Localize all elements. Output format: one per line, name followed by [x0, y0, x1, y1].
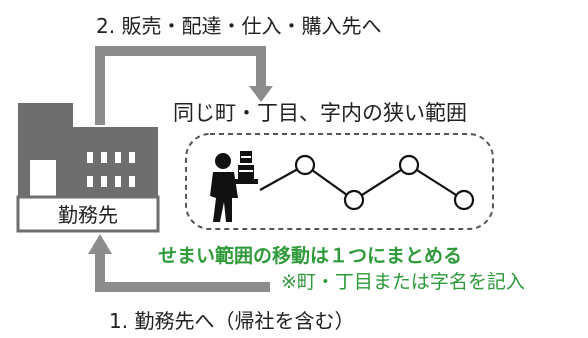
route-node-icon — [343, 189, 365, 211]
person-carrying-boxes-icon — [210, 151, 258, 222]
building-label: 勤務先 — [58, 203, 118, 227]
route-node-icon — [398, 154, 420, 176]
bottom-route-arrow — [88, 234, 270, 292]
building-icon — [16, 103, 160, 233]
arrow-up-icon — [88, 234, 112, 254]
note-text: ※町・丁目または字名を記入 — [281, 271, 525, 293]
area-title: 同じ町・丁目、字内の狭い範囲 — [173, 101, 467, 125]
arrow-down-icon — [249, 86, 273, 102]
area-boundary — [185, 133, 494, 230]
top-route-arrow — [95, 46, 273, 125]
route-node-icon — [453, 189, 475, 211]
route-path — [259, 154, 475, 211]
top-arrow-label: 2. 販売・配達・仕入・購入先へ — [96, 14, 381, 38]
route-node-icon — [294, 154, 316, 176]
bottom-arrow-label: 1. 勤務先へ（帰社を含む） — [109, 309, 354, 333]
rule-text: せまい範囲の移動は１つにまとめる — [158, 244, 462, 267]
